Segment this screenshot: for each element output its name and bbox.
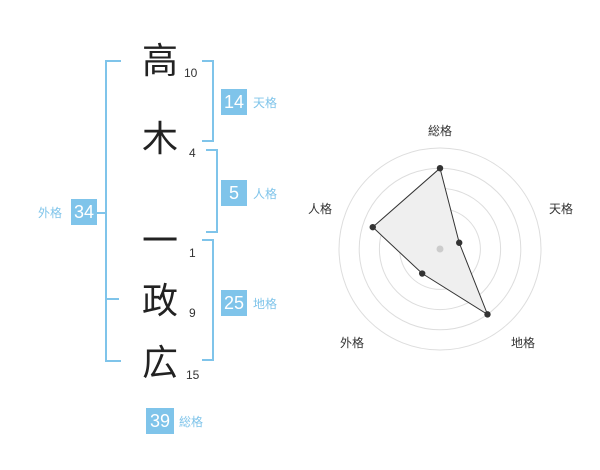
chikaku-label: 地格 <box>253 297 278 311</box>
soukaku-label: 総格 <box>179 415 204 429</box>
name-char-4: 政 <box>141 281 178 322</box>
radar-center <box>436 245 444 253</box>
name-char-5: 広 <box>141 343 178 384</box>
radar-area <box>372 167 489 316</box>
tenkaku-badge: 14 <box>221 89 247 115</box>
radar-axis-label-chikaku: 地格 <box>511 336 536 350</box>
name-char-1: 高 <box>141 41 178 82</box>
radar-point-3 <box>418 270 426 277</box>
gaikaku-bracket-tick <box>97 212 105 214</box>
gaikaku-badge: 34 <box>71 199 97 225</box>
name-char-3: 一 <box>141 221 178 262</box>
stroke-count-4: 9 <box>189 306 196 320</box>
stroke-count-3: 1 <box>189 246 196 260</box>
chikaku-bracket <box>202 239 214 361</box>
gaikaku-bracket <box>105 60 121 362</box>
stroke-count-1: 10 <box>184 66 198 80</box>
tenkaku-bracket <box>202 60 214 142</box>
radar-points <box>369 165 491 318</box>
soukaku-badge: 39 <box>146 408 174 434</box>
radar-point-1 <box>456 239 463 246</box>
radar-axis-label-tenkaku: 天格 <box>549 202 574 216</box>
jinkaku-badge: 5 <box>221 180 247 206</box>
radar-point-4 <box>369 223 376 231</box>
name-char-2: 木 <box>141 119 178 160</box>
gaikaku-label: 外格 <box>38 206 63 220</box>
radar-ring <box>338 147 542 351</box>
chikaku-badge: 25 <box>221 290 247 316</box>
stroke-count-5: 15 <box>186 368 200 382</box>
gaikaku-bracket-mid <box>105 298 119 300</box>
radar-axis-label-gaikaku: 外格 <box>340 336 365 350</box>
tenkaku-label: 天格 <box>253 96 278 110</box>
radar-axis-label-jinkaku: 人格 <box>308 202 333 216</box>
radar-axis-label-soukaku: 総格 <box>428 124 453 138</box>
jinkaku-label: 人格 <box>253 187 278 201</box>
radar-point-2 <box>484 311 491 318</box>
radar-point-0 <box>436 165 444 172</box>
jinkaku-bracket <box>206 149 218 233</box>
stroke-count-2: 4 <box>189 146 196 160</box>
